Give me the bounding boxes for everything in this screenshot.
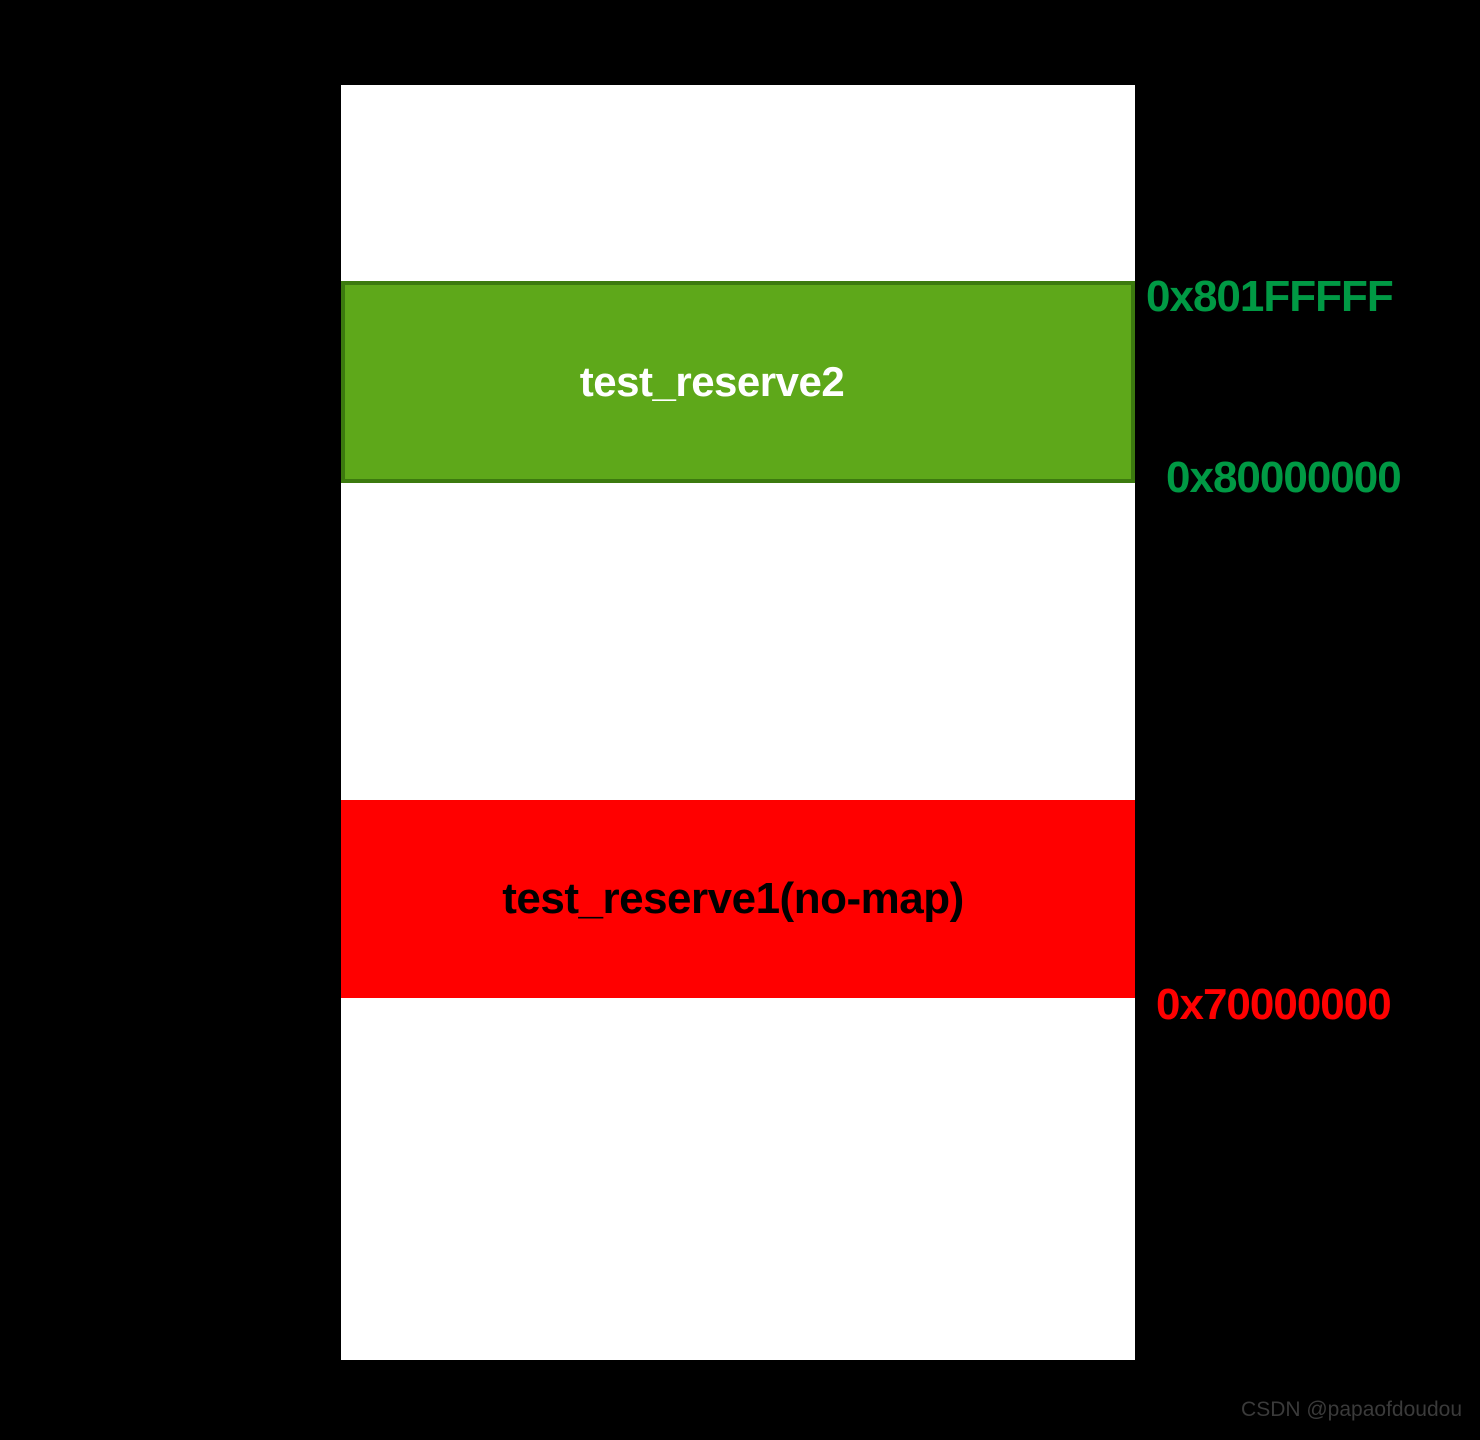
region-test-reserve1: test_reserve1(no-map) [341, 800, 1135, 998]
address-label-reserve2-end: 0x801FFFFF [1146, 272, 1394, 321]
region-test-reserve2-label: test_reserve2 [579, 358, 845, 405]
region-test-reserve2: test_reserve2 [341, 281, 1135, 483]
region-test-reserve1-label: test_reserve1(no-map) [502, 874, 964, 923]
watermark: CSDN @papaofdoudou [1241, 1398, 1462, 1421]
address-label-reserve1-start: 0x70000000 [1156, 980, 1392, 1029]
address-label-reserve2-start: 0x80000000 [1166, 453, 1402, 502]
memory-column [341, 85, 1135, 1360]
